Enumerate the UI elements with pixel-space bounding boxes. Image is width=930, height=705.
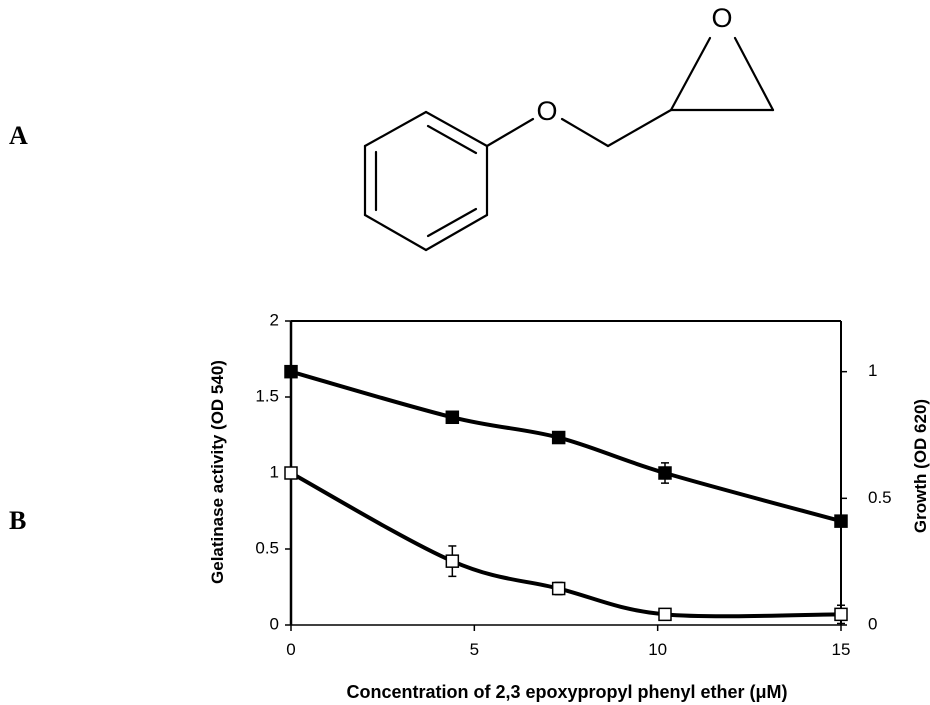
y2-tick-label: 1: [868, 361, 877, 380]
chemical-structure: O O: [363, 3, 775, 252]
x-tick-label: 10: [648, 640, 667, 659]
data-point-open-square: [834, 607, 848, 622]
data-point-open-square: [445, 554, 460, 568]
epoxide-ring: [669, 36, 775, 112]
data-point-filled-square: [284, 364, 298, 379]
data-point-filled-square: [551, 430, 566, 445]
data-point-filled-square: [445, 410, 460, 425]
y2-tick-label: 0: [868, 614, 877, 633]
ether-linkage: [485, 108, 673, 148]
y2-axis-label: Growth (OD 620): [911, 399, 930, 533]
data-point-open-square: [551, 581, 566, 596]
y-tick-label: 1: [270, 462, 279, 481]
series-line: [290, 471, 842, 619]
ether-oxygen-label: O: [536, 96, 557, 126]
data-point-filled-square: [834, 514, 848, 528]
data-point-open-square: [658, 607, 672, 622]
data-point-open-square: [284, 466, 298, 480]
x-tick-label: 0: [286, 640, 295, 659]
panel-label-b: B: [9, 506, 27, 535]
x-tick-label: 15: [832, 640, 851, 659]
series-line: [290, 369, 842, 524]
benzene-ring: [363, 110, 489, 252]
x-tick-label: 5: [470, 640, 479, 659]
epoxide-oxygen-label: O: [711, 3, 732, 33]
panel-label-a: A: [9, 121, 28, 150]
y-tick-label: 0: [270, 614, 279, 633]
x-axis-label: Concentration of 2,3 epoxypropyl phenyl …: [346, 682, 787, 702]
y-tick-label: 0.5: [255, 538, 279, 557]
y-axis-label: Gelatinase activity (OD 540): [208, 360, 227, 584]
y-tick-label: 1.5: [255, 386, 279, 405]
y2-tick-label: 0.5: [868, 488, 892, 507]
y-tick-label: 2: [270, 310, 279, 329]
data-point-filled-square: [658, 466, 672, 480]
